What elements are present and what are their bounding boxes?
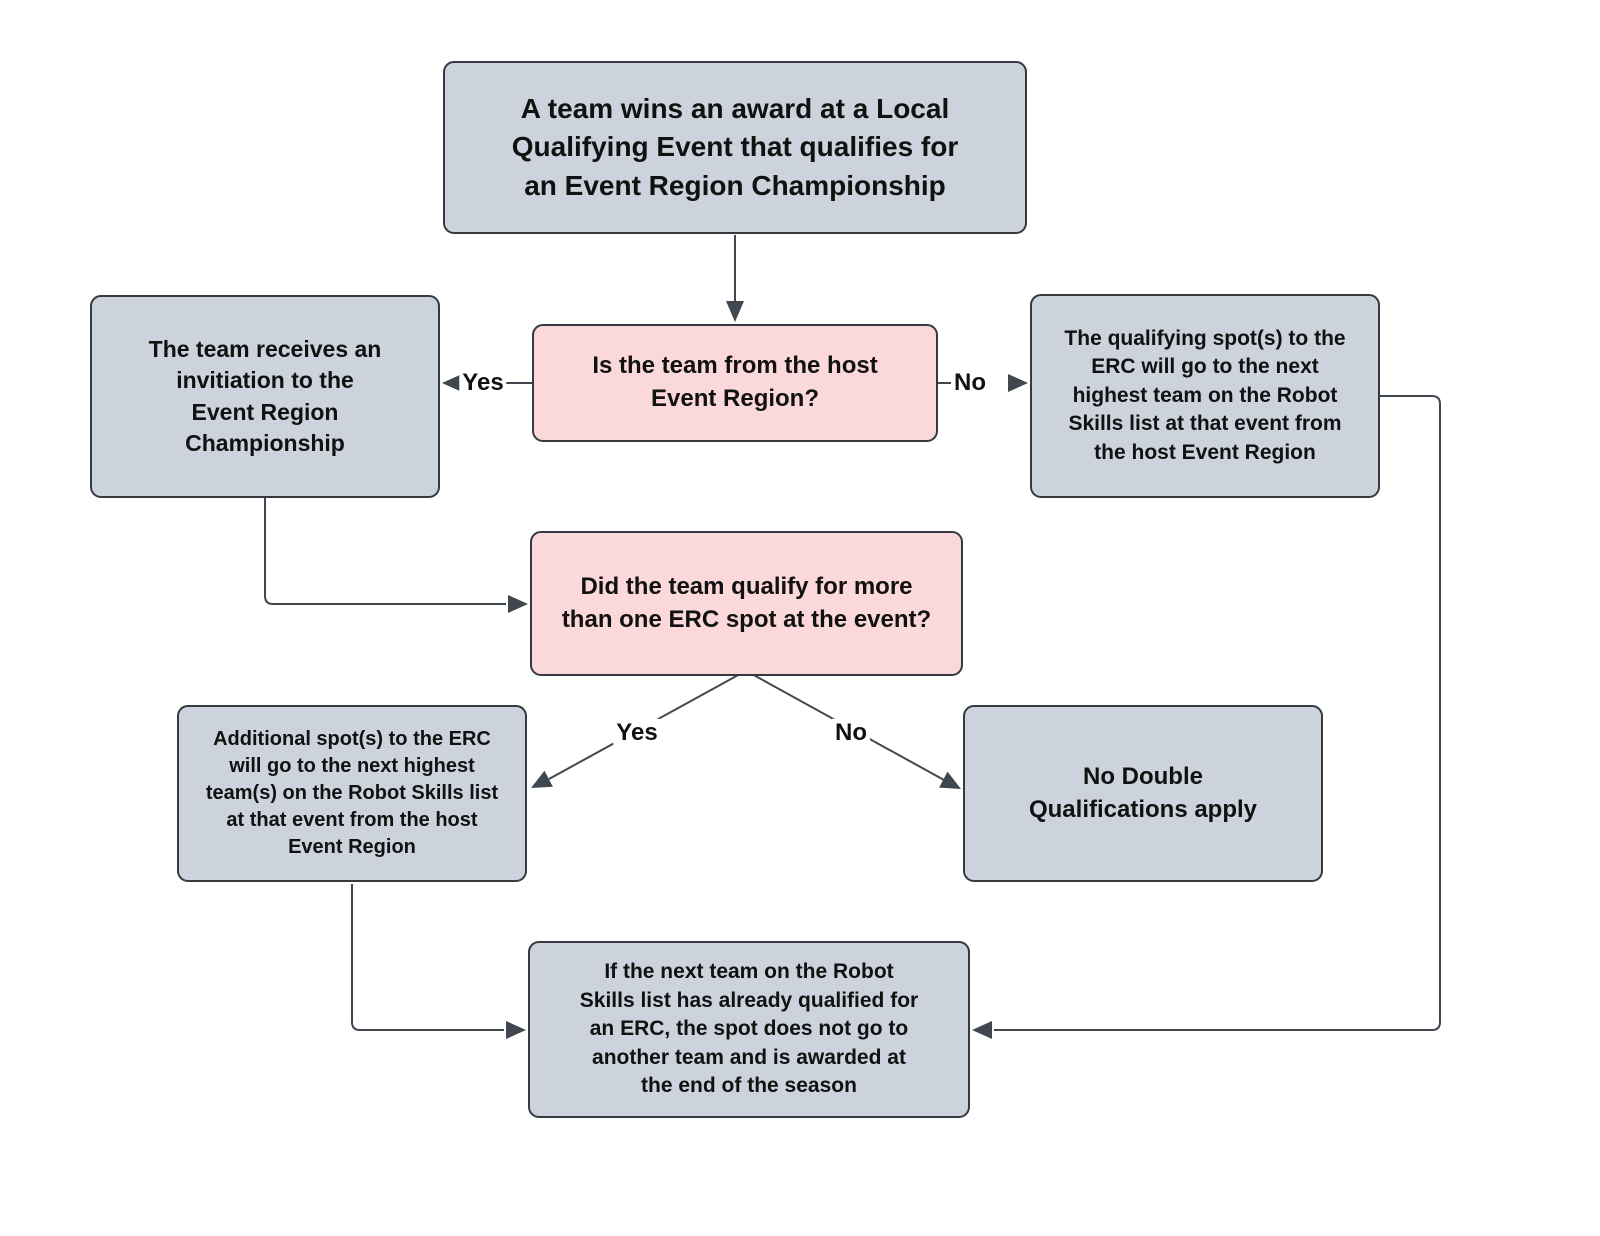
- connector-invite-to-q2: [264, 498, 506, 605]
- node-additional-spots: Additional spot(s) to the ERC will go to…: [177, 705, 527, 882]
- arrowhead-q2-to-additional: [531, 770, 553, 788]
- arrowhead-q1-to-qual-spot: [1008, 374, 1028, 392]
- arrowhead-start-to-q1: [726, 301, 744, 322]
- arrowhead-q2-to-no-double: [939, 771, 961, 789]
- edge-label-q1-no: No: [951, 368, 989, 398]
- edge-label-q2-yes: Yes: [613, 718, 661, 748]
- node-no-double-qualifications: No Double Qualifications apply: [963, 705, 1323, 882]
- connector-additional-to-end: [351, 884, 504, 1031]
- node-question-host-region: Is the team from the host Event Region?: [532, 324, 938, 442]
- node-end-of-season: If the next team on the Robot Skills lis…: [528, 941, 970, 1118]
- connector-qual-spot-to-end: [994, 395, 1441, 1031]
- arrowhead-qual-spot-to-end: [972, 1021, 992, 1039]
- node-question-multiple-spots: Did the team qualify for more than one E…: [530, 531, 963, 676]
- edge-label-q1-yes: Yes: [459, 368, 507, 398]
- node-start: A team wins an award at a Local Qualifyi…: [443, 61, 1027, 234]
- node-qualifying-spot: The qualifying spot(s) to the ERC will g…: [1030, 294, 1380, 498]
- arrowhead-q1-to-invite: [442, 374, 462, 392]
- edge-label-q2-no: No: [832, 718, 870, 748]
- arrowhead-invite-to-q2: [508, 595, 528, 613]
- node-invitation: The team receives an invitiation to the …: [90, 295, 440, 498]
- arrowhead-additional-to-end: [506, 1021, 526, 1039]
